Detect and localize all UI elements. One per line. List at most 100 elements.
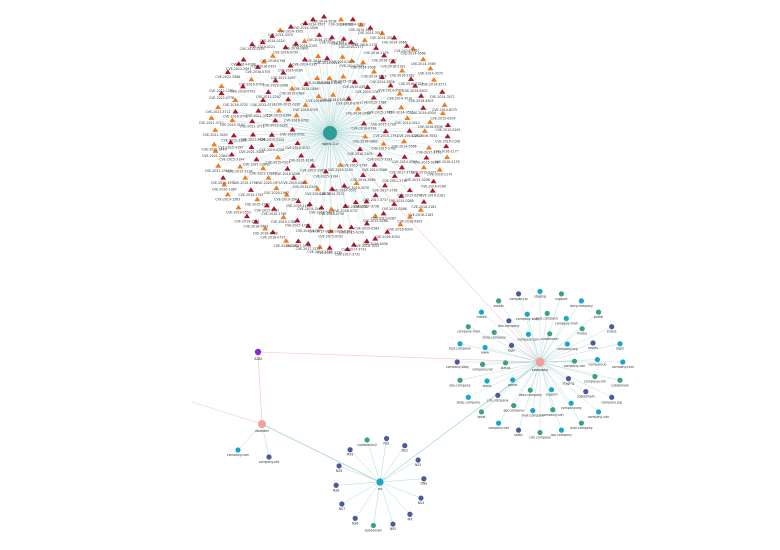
cve-node[interactable] bbox=[344, 246, 351, 252]
domain-hub-node[interactable] bbox=[258, 420, 266, 428]
cve-node[interactable] bbox=[351, 157, 358, 163]
cve-node[interactable] bbox=[380, 210, 387, 216]
cve-node[interactable] bbox=[260, 165, 267, 171]
cve-node[interactable] bbox=[302, 179, 309, 184]
cve-node[interactable] bbox=[269, 33, 276, 38]
ns-node[interactable] bbox=[390, 521, 396, 527]
cve-node[interactable] bbox=[247, 187, 254, 192]
cve-node[interactable] bbox=[294, 217, 301, 223]
ns-node[interactable] bbox=[383, 435, 390, 442]
company-node[interactable] bbox=[478, 409, 485, 415]
cve-node[interactable] bbox=[235, 204, 242, 210]
cve-node[interactable] bbox=[380, 116, 387, 122]
cve-node[interactable] bbox=[427, 119, 434, 124]
ns-node[interactable] bbox=[352, 515, 358, 521]
cve-node[interactable] bbox=[315, 93, 322, 99]
cve-node[interactable] bbox=[396, 90, 403, 96]
cve-node[interactable] bbox=[326, 245, 333, 250]
company-node[interactable] bbox=[563, 315, 569, 322]
domain-node[interactable] bbox=[235, 447, 241, 453]
cve-node[interactable] bbox=[240, 56, 247, 62]
company-node[interactable] bbox=[544, 310, 550, 316]
company-node[interactable] bbox=[515, 291, 522, 297]
cve-node[interactable] bbox=[302, 20, 309, 25]
cve-node[interactable] bbox=[208, 115, 215, 120]
cve-node[interactable] bbox=[403, 43, 410, 48]
cve-node[interactable] bbox=[224, 191, 231, 197]
company-node[interactable] bbox=[578, 298, 585, 304]
cve-node[interactable] bbox=[362, 133, 369, 139]
cve-node[interactable] bbox=[211, 141, 218, 147]
company-node[interactable] bbox=[583, 389, 589, 395]
ns-node[interactable] bbox=[370, 522, 377, 529]
cve-node[interactable] bbox=[215, 163, 222, 168]
cve-node[interactable] bbox=[298, 152, 305, 158]
company-node[interactable] bbox=[506, 318, 512, 324]
company-node[interactable] bbox=[537, 429, 543, 436]
cve-node[interactable] bbox=[249, 41, 256, 47]
cve-node[interactable] bbox=[352, 199, 359, 205]
cve-node[interactable] bbox=[406, 213, 413, 219]
cve-node[interactable] bbox=[259, 39, 266, 45]
cve-node[interactable] bbox=[376, 104, 383, 110]
cve-node[interactable] bbox=[249, 131, 256, 137]
ns-node[interactable] bbox=[407, 511, 413, 517]
cve-node[interactable] bbox=[329, 186, 336, 191]
cve-node[interactable] bbox=[273, 185, 280, 190]
cve-node[interactable] bbox=[314, 186, 321, 191]
cve-node[interactable] bbox=[310, 16, 317, 22]
cve-node[interactable] bbox=[391, 34, 398, 40]
cve-node[interactable] bbox=[283, 192, 290, 197]
cve-node[interactable] bbox=[420, 164, 427, 170]
company-node[interactable] bbox=[617, 341, 623, 347]
company-node[interactable] bbox=[617, 377, 623, 383]
cve-node[interactable] bbox=[309, 162, 316, 168]
cve-node[interactable] bbox=[379, 74, 386, 79]
cve-node[interactable] bbox=[439, 110, 446, 116]
cve-node[interactable] bbox=[410, 45, 417, 51]
cve-node[interactable] bbox=[398, 104, 405, 110]
cve-node[interactable] bbox=[272, 117, 279, 123]
cve-node[interactable] bbox=[425, 144, 432, 150]
company-node[interactable] bbox=[465, 394, 471, 400]
cve-node[interactable] bbox=[376, 151, 383, 157]
cve-node[interactable] bbox=[363, 220, 370, 226]
cve-node[interactable] bbox=[228, 151, 235, 157]
cve-node[interactable] bbox=[372, 236, 379, 241]
company-node[interactable] bbox=[491, 329, 497, 335]
cve-node[interactable] bbox=[249, 118, 256, 124]
cve-node[interactable] bbox=[342, 203, 349, 208]
cve-node[interactable] bbox=[360, 120, 367, 126]
company-node[interactable] bbox=[454, 359, 460, 365]
cve-node[interactable] bbox=[397, 221, 404, 227]
cve-node[interactable] bbox=[387, 82, 394, 88]
company-node[interactable] bbox=[609, 394, 615, 400]
company-node[interactable] bbox=[548, 387, 555, 393]
company-node[interactable] bbox=[564, 341, 570, 347]
cve-node[interactable] bbox=[389, 58, 396, 64]
cve-node[interactable] bbox=[363, 198, 370, 204]
cve-node[interactable] bbox=[277, 27, 284, 33]
company-node[interactable] bbox=[578, 420, 585, 426]
cve-node[interactable] bbox=[285, 96, 292, 102]
company-hub-node[interactable] bbox=[535, 357, 545, 367]
cve-node[interactable] bbox=[441, 102, 448, 107]
cve-node[interactable] bbox=[391, 201, 398, 206]
cve-node[interactable] bbox=[417, 207, 424, 212]
cve-node[interactable] bbox=[301, 56, 308, 62]
company-node[interactable] bbox=[592, 373, 598, 380]
company-node[interactable] bbox=[568, 400, 574, 406]
cve-node[interactable] bbox=[212, 148, 219, 153]
cve-node[interactable] bbox=[306, 201, 313, 207]
company-node[interactable] bbox=[457, 377, 463, 383]
cve-node[interactable] bbox=[398, 193, 405, 198]
company-node[interactable] bbox=[590, 340, 596, 346]
company-node[interactable] bbox=[508, 342, 515, 348]
cve-node[interactable] bbox=[243, 213, 250, 219]
cve-node[interactable] bbox=[345, 95, 352, 101]
cve-node[interactable] bbox=[305, 241, 312, 246]
company-node[interactable] bbox=[594, 356, 601, 363]
cve-node[interactable] bbox=[371, 68, 378, 74]
cve-node[interactable] bbox=[444, 154, 451, 160]
cve-node[interactable] bbox=[404, 115, 411, 120]
